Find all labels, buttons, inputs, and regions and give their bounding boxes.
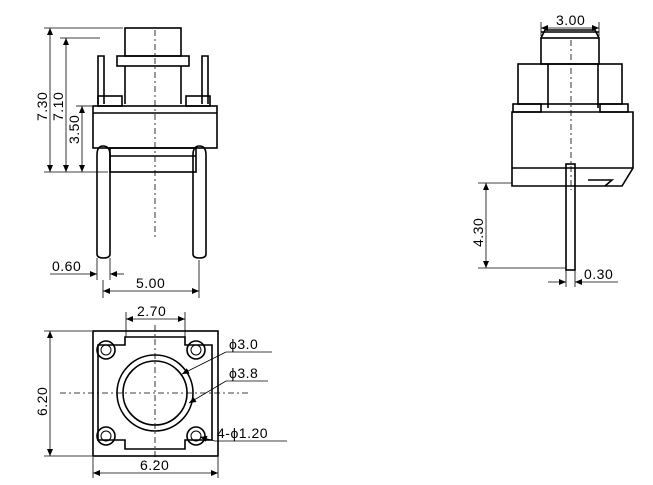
- dim-pin-width: 0.60: [52, 258, 81, 274]
- front-stem-frame: [116, 55, 190, 67]
- dim-pin-thickness: 0.30: [584, 266, 613, 282]
- dim-actuator-width: 3.00: [556, 12, 585, 28]
- side-lower-body: [511, 111, 634, 187]
- top-view: 2.70 6.20 6.20 ϕ3.0 ϕ3.8 4-ϕ1.20: [34, 303, 287, 478]
- dim-lower-height: 3.50: [66, 115, 82, 144]
- front-latch-left: [97, 55, 105, 104]
- top-body: [92, 330, 219, 457]
- dim-body-height: 7.10: [50, 92, 66, 121]
- dim-pin-pitch: 5.00: [136, 275, 165, 291]
- dim-ring-diameter: ϕ3.8: [229, 365, 258, 381]
- dim-top-body-width: 6.20: [140, 457, 169, 473]
- dim-hole-diameter: 4-ϕ1.20: [217, 425, 268, 441]
- front-latch-right: [201, 55, 209, 104]
- dim-top-body-height: 6.20: [34, 387, 50, 416]
- front-pin-left: [96, 145, 111, 259]
- front-base-band: [109, 147, 197, 173]
- side-upper-body: [517, 63, 623, 105]
- side-actuator: [540, 37, 600, 65]
- front-actuator: [124, 27, 182, 57]
- dim-actuator-diameter: ϕ3.0: [229, 336, 258, 352]
- side-pin: [565, 163, 576, 271]
- front-view: 7.30 7.10 3.50 0.60 5.00: [34, 27, 218, 298]
- dim-inner-width: 2.70: [137, 303, 166, 319]
- dim-total-height: 7.30: [34, 92, 50, 121]
- dim-pin-length: 4.30: [470, 218, 486, 247]
- front-pin-right: [192, 145, 207, 259]
- side-view: 3.00 4.30 0.30: [470, 12, 634, 287]
